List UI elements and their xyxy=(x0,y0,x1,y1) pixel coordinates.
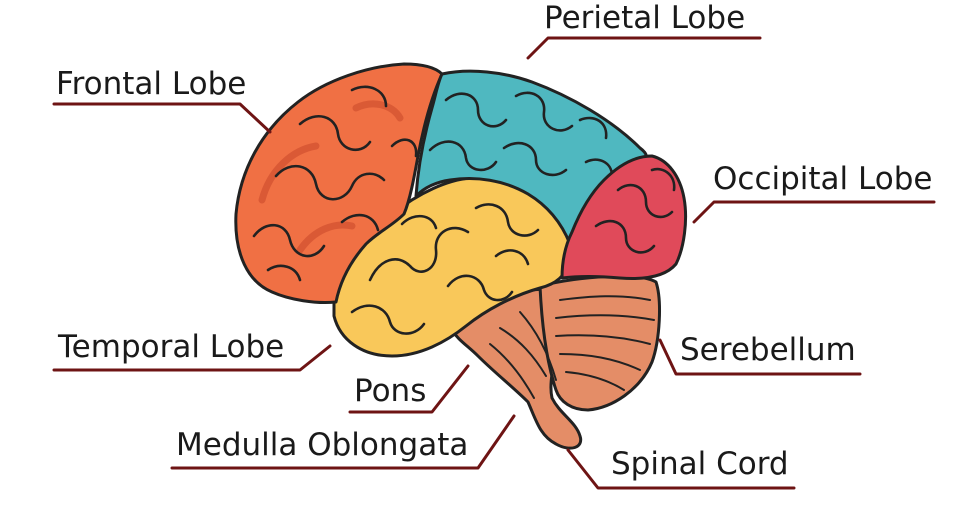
medulla-leader-line xyxy=(170,414,516,470)
cerebellum-folds xyxy=(489,295,655,399)
occipital-leader-line xyxy=(692,200,936,224)
temporal-lobe-gyri xyxy=(350,203,540,335)
frontal-leader-line xyxy=(52,102,272,134)
spinal-cord-leader-line xyxy=(566,448,796,490)
label-occipital-lobe: Occipital Lobe xyxy=(713,161,932,197)
frontal-lobe-gyri xyxy=(252,85,418,282)
pons-leader-line xyxy=(348,364,470,414)
label-temporal-lobe: Temporal Lobe xyxy=(57,329,284,365)
frontal-lobe-region xyxy=(234,62,444,304)
label-spinal-cord: Spinal Cord xyxy=(611,446,789,482)
temporal-leader-line xyxy=(52,344,332,372)
label-medulla-oblongata: Medulla Oblongata xyxy=(176,427,468,463)
frontal-lobe-shading xyxy=(258,100,404,254)
parietal-lobe-gyri xyxy=(428,91,614,178)
occipital-lobe-gyri xyxy=(594,167,676,254)
label-serebellum: Serebellum xyxy=(680,332,856,368)
occipital-lobe-region xyxy=(560,154,688,280)
label-parietal-lobe: Perietal Lobe xyxy=(544,0,745,36)
parietal-leader-line xyxy=(526,36,762,60)
label-pons: Pons xyxy=(354,373,426,409)
cerebellum-leader-line xyxy=(658,338,862,376)
label-frontal-lobe: Frontal Lobe xyxy=(56,66,246,102)
